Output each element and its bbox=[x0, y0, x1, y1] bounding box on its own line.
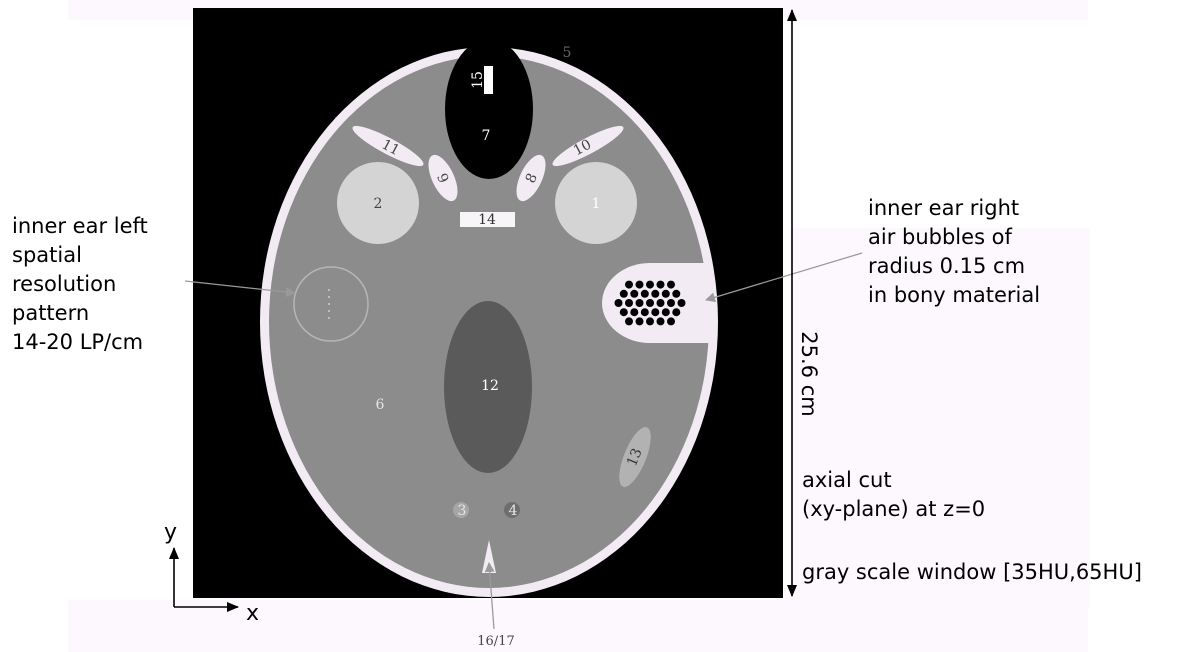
label-3: 3 bbox=[458, 503, 467, 519]
annotation-line: radius 0.15 cm bbox=[868, 252, 1040, 281]
air-bubble bbox=[667, 281, 675, 289]
air-bubble bbox=[672, 308, 680, 316]
air-bubble bbox=[657, 299, 665, 307]
label-4: 4 bbox=[509, 503, 518, 519]
annotation-line: inner ear right bbox=[868, 194, 1040, 223]
air-bubble bbox=[630, 290, 638, 298]
annotation-axial-cut: axial cut (xy-plane) at z=0 bbox=[802, 466, 985, 524]
air-bubble bbox=[615, 299, 623, 307]
annotation-gray-window: gray scale window [35HU,65HU] bbox=[802, 558, 1142, 587]
annotation-line: in bony material bbox=[868, 281, 1040, 310]
label-6: 6 bbox=[376, 397, 385, 413]
air-bubble bbox=[641, 290, 649, 298]
dimension-label: 25.6 cm bbox=[797, 331, 821, 416]
air-bubble bbox=[662, 290, 670, 298]
air-bubble bbox=[657, 281, 665, 289]
air-bubble bbox=[630, 308, 638, 316]
label-1: 1 bbox=[592, 196, 601, 212]
air-bubble bbox=[636, 317, 644, 325]
air-bubble bbox=[672, 290, 680, 298]
label-15: 15 bbox=[470, 71, 486, 89]
air-bubble bbox=[620, 308, 628, 316]
annotation-line: axial cut bbox=[802, 466, 985, 495]
air-bubble bbox=[662, 308, 670, 316]
air-bubble bbox=[651, 308, 659, 316]
air-bubble bbox=[651, 290, 659, 298]
air-bubble bbox=[636, 299, 644, 307]
region-7 bbox=[445, 39, 533, 179]
annotation-line: inner ear left bbox=[12, 212, 148, 241]
annotation-line: (xy-plane) at z=0 bbox=[802, 495, 985, 524]
label-2: 2 bbox=[374, 196, 383, 212]
air-bubble bbox=[667, 299, 675, 307]
annotation-line: 14-20 LP/cm bbox=[12, 328, 148, 357]
air-bubble bbox=[620, 290, 628, 298]
annotation-inner-ear-right: inner ear right air bubbles of radius 0.… bbox=[868, 194, 1040, 310]
annotation-line: air bubbles of bbox=[868, 223, 1040, 252]
annotation-line: spatial bbox=[12, 241, 148, 270]
y-axis-label: y bbox=[164, 520, 177, 545]
air-bubble bbox=[641, 308, 649, 316]
annotation-line: pattern bbox=[12, 299, 148, 328]
label-7: 7 bbox=[482, 128, 491, 144]
air-bubble bbox=[646, 299, 654, 307]
air-bubble bbox=[636, 281, 644, 289]
air-bubble bbox=[646, 281, 654, 289]
label-16-17: 16/17 bbox=[477, 634, 514, 649]
label-12: 12 bbox=[481, 378, 499, 394]
air-bubble bbox=[657, 317, 665, 325]
label-14: 14 bbox=[478, 212, 496, 228]
annotation-inner-ear-left: inner ear left spatial resolution patter… bbox=[12, 212, 148, 357]
air-bubble bbox=[625, 299, 633, 307]
air-bubble bbox=[625, 281, 633, 289]
annotation-line: resolution bbox=[12, 270, 148, 299]
label-5: 5 bbox=[563, 45, 572, 61]
air-bubble bbox=[667, 317, 675, 325]
air-bubble bbox=[646, 317, 654, 325]
air-bubble bbox=[678, 299, 686, 307]
x-axis-label: x bbox=[246, 601, 259, 626]
air-bubble bbox=[625, 317, 633, 325]
